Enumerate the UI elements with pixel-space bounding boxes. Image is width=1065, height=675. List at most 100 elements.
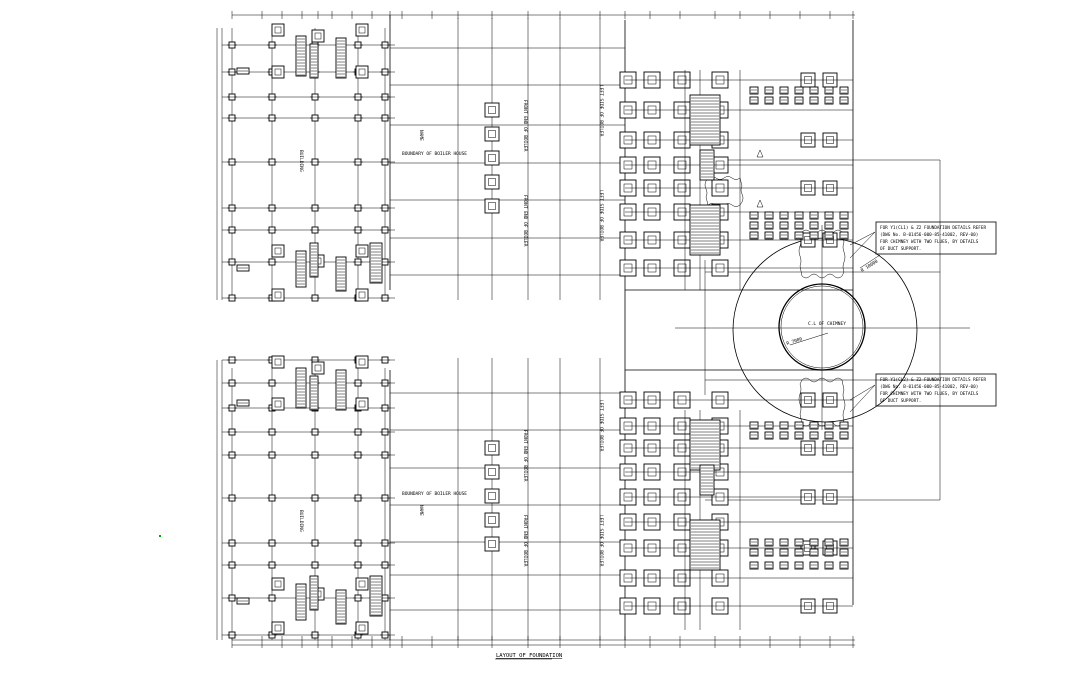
duct-support-upper — [794, 231, 804, 240]
duct-support-lower — [764, 548, 774, 557]
duct-support-upper — [794, 96, 804, 105]
duct-support-lower — [779, 431, 789, 440]
boiler-house-footing-lower — [484, 440, 500, 456]
pedestal — [358, 68, 366, 76]
duct-support-lower — [824, 561, 834, 570]
duct-support-lower — [749, 431, 759, 440]
duct-support-upper — [809, 231, 819, 240]
pedestal — [358, 400, 366, 408]
duct-support-lower — [809, 421, 819, 430]
duct-support-upper — [809, 221, 819, 230]
left-footing-lower — [271, 577, 285, 591]
boiler-house-footing-upper — [484, 102, 500, 118]
duct-support-lower — [779, 548, 789, 557]
duct-support-upper — [839, 231, 849, 240]
equipment-block-upper — [295, 35, 307, 77]
equipment-block-upper — [335, 37, 347, 79]
equipment-block-lower — [295, 367, 307, 409]
pedestal — [488, 202, 496, 210]
pedestal — [488, 154, 496, 162]
left-footing-lower — [311, 361, 325, 375]
label-boundary-lower-a: BOUNDARY OF BOILER HOUSE — [402, 491, 467, 497]
pedestal — [358, 247, 366, 255]
duct-support-lower — [794, 548, 804, 557]
duct-support-upper — [749, 221, 759, 230]
duct-support-lower — [794, 561, 804, 570]
left-footing-upper — [271, 244, 285, 258]
label-left-side-upper-b: LEFT SIDE OF BOILER — [598, 190, 604, 242]
duct-support-upper — [839, 221, 849, 230]
duct-support-lower — [824, 431, 834, 440]
pedestal — [358, 358, 366, 366]
equipment-block-upper — [309, 242, 319, 278]
left-footing-lower — [271, 355, 285, 369]
duct-support-lower — [749, 561, 759, 570]
duct-support-upper — [779, 86, 789, 95]
duct-support-lower — [794, 538, 804, 547]
duct-support-lower — [839, 561, 849, 570]
left-footing-upper — [355, 23, 369, 37]
left-footing-lower — [355, 621, 369, 635]
label-left-side-lower-b: LEFT SIDE OF BOILER — [598, 515, 604, 567]
chimney-label: C.L OF CHIMNEY — [808, 321, 846, 327]
duct-support-upper — [809, 211, 819, 220]
pedestal — [488, 444, 496, 452]
pedestal — [488, 468, 496, 476]
label-building-upper: BUILDING — [298, 150, 304, 172]
duct-support-upper — [764, 211, 774, 220]
note-lower-line-2: (DWG No. B-01456-000-85-41002, REV-00) — [880, 384, 978, 390]
duct-support-lower — [839, 538, 849, 547]
pedestal — [358, 291, 366, 299]
left-footing-upper — [355, 65, 369, 79]
boiler-house-footing-lower — [484, 488, 500, 504]
duct-support-lower — [764, 421, 774, 430]
pedestal — [358, 26, 366, 34]
boiler-house-footing-lower — [484, 464, 500, 480]
duct-support-lower — [839, 548, 849, 557]
note-upper-line-2: (DWG No. B-01456-000-85-41002, REV-00) — [880, 232, 978, 238]
duct-support-upper — [824, 86, 834, 95]
pedestal — [488, 106, 496, 114]
note-lower-line-4: OF DUCT SUPPORT. — [880, 398, 921, 404]
duct-support-upper — [749, 86, 759, 95]
duct-support-upper — [839, 86, 849, 95]
note-upper: FOR Y1(CL1) & Z2 FOUNDATION DETAILS REFE… — [880, 225, 986, 252]
label-name-upper: NAME — [418, 130, 424, 141]
duct-support-lower — [779, 538, 789, 547]
label-boundary-upper-a: BOUNDARY OF BOILER HOUSE — [402, 151, 467, 157]
duct-support-upper — [824, 231, 834, 240]
duct-support-upper — [824, 211, 834, 220]
drawing-linework — [216, 14, 997, 660]
pedestal — [274, 358, 282, 366]
boiler-house-footing-upper — [484, 150, 500, 166]
pedestal — [358, 624, 366, 632]
duct-support-upper — [839, 96, 849, 105]
duct-support-upper — [839, 211, 849, 220]
boiler-house-footing-upper — [484, 126, 500, 142]
note-lower-line-3: FOR CHIMNEY WITH TWO FLUES, BY DETAILS — [880, 391, 979, 397]
pedestal — [274, 68, 282, 76]
duct-support-lower — [764, 431, 774, 440]
duct-support-upper — [824, 221, 834, 230]
equipment-block-upper — [335, 256, 347, 292]
note-upper-line-3: FOR CHIMNEY WITH TWO FLUES, BY DETAILS — [880, 239, 979, 245]
pedestal — [274, 624, 282, 632]
duct-support-upper — [794, 211, 804, 220]
duct-support-lower — [809, 538, 819, 547]
duct-support-upper — [779, 211, 789, 220]
boiler-equipment-lower — [689, 419, 721, 471]
equipment-block-lower — [335, 589, 347, 625]
duct-support-upper — [794, 86, 804, 95]
duct-support-lower — [839, 431, 849, 440]
duct-support-upper — [749, 231, 759, 240]
equipment-block-lower — [309, 575, 319, 611]
boiler-equipment-upper — [689, 204, 721, 256]
left-footing-lower — [355, 397, 369, 411]
duct-support-upper — [809, 86, 819, 95]
pedestal — [274, 400, 282, 408]
label-left-side-lower: LEFT SIDE OF BOILER — [598, 400, 604, 452]
duct-support-upper — [749, 96, 759, 105]
duct-support-lower — [749, 538, 759, 547]
pedestal — [488, 516, 496, 524]
